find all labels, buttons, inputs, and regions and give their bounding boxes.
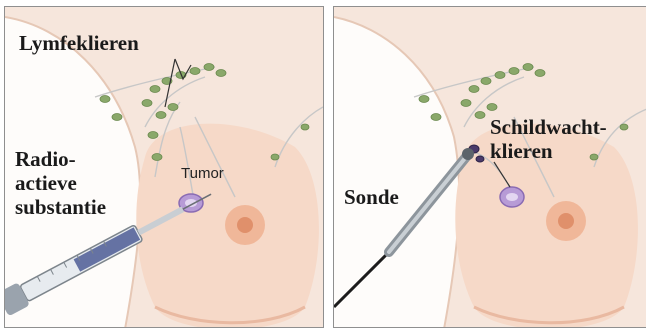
sentinel-nodes-label: Schildwacht- klieren bbox=[490, 115, 607, 163]
lymph-node bbox=[156, 112, 166, 119]
lymph-node bbox=[190, 68, 200, 75]
lymph-node bbox=[509, 68, 519, 75]
lymph-node bbox=[469, 86, 479, 93]
lymph-node bbox=[142, 100, 152, 107]
lymph-node bbox=[431, 114, 441, 121]
sentinel-node bbox=[476, 156, 484, 162]
probe-panel: Sonde Schildwacht- klieren bbox=[333, 6, 646, 328]
radioactive-substance-label: Radio- actieve substantie bbox=[15, 147, 106, 219]
nipple bbox=[237, 217, 253, 233]
lymph-node bbox=[487, 104, 497, 111]
probe-tip bbox=[462, 148, 474, 160]
lymph-node bbox=[481, 78, 491, 85]
lymph-node bbox=[100, 96, 110, 103]
lymph-node bbox=[461, 100, 471, 107]
lymph-node bbox=[620, 124, 628, 130]
nipple bbox=[558, 213, 574, 229]
lymph-node bbox=[535, 70, 545, 77]
tumor-highlight bbox=[506, 193, 518, 201]
probe-label: Sonde bbox=[344, 185, 399, 209]
lymph-node bbox=[271, 154, 279, 160]
lymph-node bbox=[204, 64, 214, 71]
lymph-node bbox=[112, 114, 122, 121]
lymph-node bbox=[495, 72, 505, 79]
probe-illustration bbox=[334, 7, 646, 328]
tumor-label: Tumor bbox=[181, 165, 224, 182]
lymph-node bbox=[301, 124, 309, 130]
lymph-node bbox=[475, 112, 485, 119]
lymph-nodes-label: Lymfeklieren bbox=[19, 31, 139, 55]
lymph-node bbox=[148, 132, 158, 139]
lymph-node bbox=[150, 86, 160, 93]
injection-panel: Lymfeklieren Radio- actieve substantie T… bbox=[4, 6, 324, 328]
lymph-node bbox=[216, 70, 226, 77]
lymph-node bbox=[523, 64, 533, 71]
lymph-node bbox=[168, 104, 178, 111]
lymph-node bbox=[152, 154, 162, 161]
lymph-node bbox=[419, 96, 429, 103]
